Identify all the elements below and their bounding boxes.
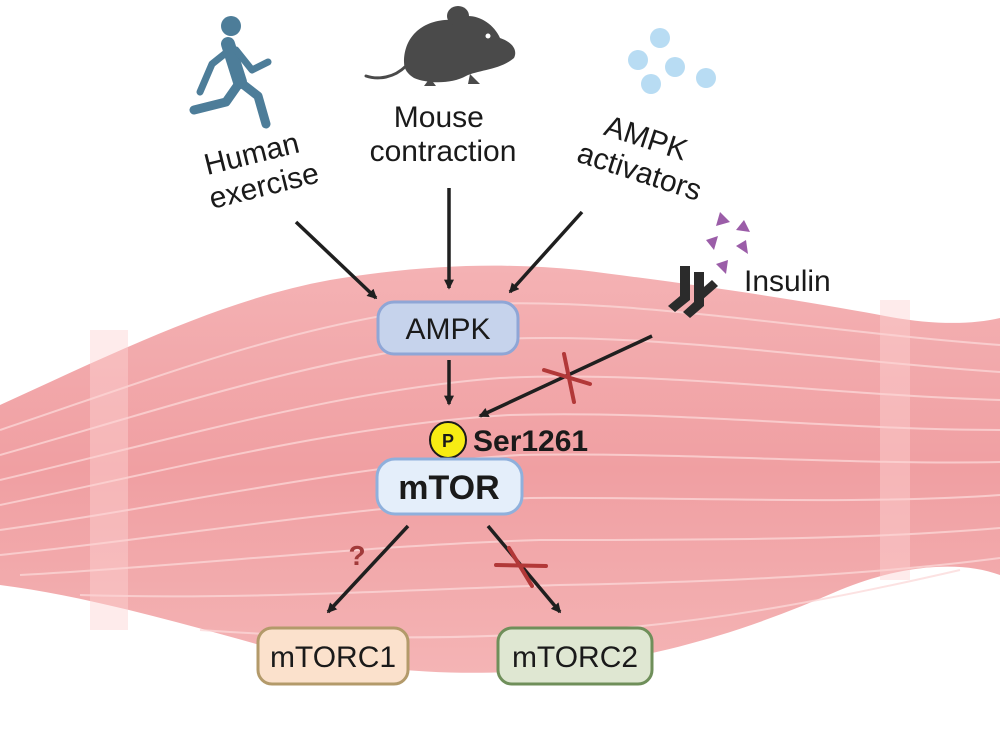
label-mouse-contraction: Mouse contraction	[370, 101, 517, 168]
phospho-site-label: Ser1261	[473, 425, 588, 458]
label-insulin: Insulin	[744, 265, 831, 298]
node-mtorc1-label: mTORC1	[270, 641, 396, 674]
inhibition-cross-mtorc2	[494, 546, 548, 588]
node-mtorc2: mTORC2	[496, 626, 654, 686]
node-mtor: mTOR	[375, 457, 524, 516]
ampk-activator-dots	[628, 28, 716, 94]
node-mtorc2-label: mTORC2	[512, 641, 638, 674]
activation-arrows	[294, 188, 653, 614]
svg-text:AMPK activators: AMPK activators	[573, 104, 716, 207]
node-mtorc1: mTORC1	[256, 626, 410, 686]
phospho-badge: P	[429, 421, 467, 459]
mouse-icon	[364, 6, 516, 86]
node-mtor-label: mTOR	[398, 469, 499, 507]
label-ampk-activators: AMPK activators	[573, 104, 716, 208]
node-ampk: AMPK	[376, 300, 520, 356]
arrow-mtor-to-mtorc1	[326, 524, 410, 614]
inhibition-cross-insulin	[542, 352, 592, 404]
insulin-molecules	[706, 212, 750, 274]
label-human-exercise: Human exercise	[198, 124, 323, 216]
phospho-symbol: P	[442, 431, 454, 451]
running-person-icon	[189, 16, 272, 129]
arrow-exercise-to-ampk	[294, 220, 378, 300]
unknown-mark: ?	[348, 540, 365, 571]
insulin-receptor-icon	[668, 266, 718, 318]
node-ampk-label: AMPK	[405, 313, 490, 346]
arrow-activators-to-ampk	[508, 210, 584, 294]
muscle-stripes	[90, 300, 910, 630]
svg-text:Human exercise: Human exercise	[198, 124, 323, 216]
label-mouse-line1: Mouse	[394, 101, 484, 134]
label-contraction-line2: contraction	[370, 135, 517, 168]
svg-text:Mouse contraction: Mouse contraction	[370, 101, 517, 168]
